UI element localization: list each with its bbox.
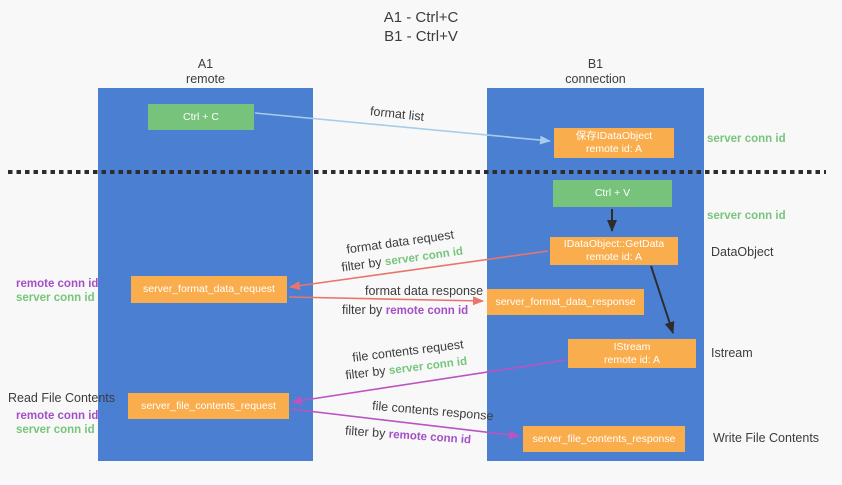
format-list-label: format list — [369, 104, 425, 124]
right-server-conn-id-label-1: server conn id — [707, 133, 786, 145]
left-remote-conn-id-label-1: remote conn id — [16, 278, 99, 290]
remote-conn-id-key: remote conn id — [385, 305, 469, 317]
istream-line1: IStream — [613, 340, 651, 353]
lane-b1-header: B1 connection — [487, 57, 704, 87]
ctrl-v-box: Ctrl + V — [553, 180, 672, 207]
dashed-separator — [8, 170, 826, 174]
lane-a1-name: A1 — [197, 57, 214, 71]
istream-label: Istream — [711, 346, 753, 360]
save-idataobject-line2: remote id: A — [585, 143, 643, 155]
lane-a1-header: A1 remote — [98, 57, 313, 87]
right-server-conn-id-label-2: server conn id — [707, 210, 786, 222]
idataobject-getdata-line1: IDataObject::GetData — [563, 238, 665, 250]
diagram-title: A1 - Ctrl+C B1 - Ctrl+V — [0, 8, 842, 46]
idataobject-getdata-line2: remote id: A — [585, 251, 643, 263]
left-server-conn-id-label-2: server conn id — [16, 424, 95, 436]
filter-by-text: filter by — [340, 254, 383, 275]
filter-by-text: filter by — [344, 363, 387, 383]
filter-by-text: filter by — [342, 303, 383, 317]
server-format-data-response-box: server_format_data_response — [487, 289, 644, 315]
lane-a1-subtitle: remote — [186, 72, 225, 86]
diagram-title-line2: B1 - Ctrl+V — [384, 28, 458, 45]
dataobject-label: DataObject — [711, 245, 774, 259]
server-file-contents-request-box: server_file_contents_request — [128, 393, 289, 419]
save-idataobject-box: 保存IDataObject remote id: A — [554, 128, 674, 158]
istream-line2: remote id: A — [603, 353, 661, 366]
file-contents-response-label: file contents response — [371, 398, 494, 424]
format-data-response-label: format data response — [365, 284, 484, 298]
save-idataobject-line1: 保存IDataObject — [575, 130, 653, 142]
remote-conn-id-key: remote conn id — [388, 428, 472, 447]
read-file-contents-label: Read File Contents — [8, 391, 116, 405]
server-file-contents-response-label: server_file_contents_response — [532, 432, 676, 445]
idataobject-getdata-box: IDataObject::GetData remote id: A — [550, 237, 678, 265]
ctrl-c-label: Ctrl + C — [183, 110, 219, 123]
lane-b1-subtitle: connection — [565, 72, 626, 86]
format-data-response-filter-label: filter by remote conn id — [342, 303, 468, 317]
left-remote-conn-id-label-2: remote conn id — [16, 410, 99, 422]
left-server-conn-id-label-1: server conn id — [16, 292, 95, 304]
file-contents-response-filter-label: filter by remote conn id — [345, 424, 472, 447]
server-format-data-request-box: server_format_data_request — [131, 276, 287, 303]
lane-b1-name: B1 — [587, 57, 604, 71]
istream-box: IStream remote id: A — [568, 339, 696, 368]
diagram-title-line1: A1 - Ctrl+C — [383, 9, 459, 26]
write-file-contents-label: Write File Contents — [713, 431, 820, 445]
server-format-data-response-label: server_format_data_response — [495, 295, 636, 308]
server-file-contents-response-box: server_file_contents_response — [523, 426, 685, 452]
server-file-contents-request-label: server_file_contents_request — [141, 399, 276, 412]
ctrl-c-box: Ctrl + C — [148, 104, 254, 130]
server-format-data-request-label: server_format_data_request — [143, 283, 275, 295]
filter-by-text: filter by — [344, 423, 386, 441]
ctrl-v-label: Ctrl + V — [594, 187, 631, 199]
